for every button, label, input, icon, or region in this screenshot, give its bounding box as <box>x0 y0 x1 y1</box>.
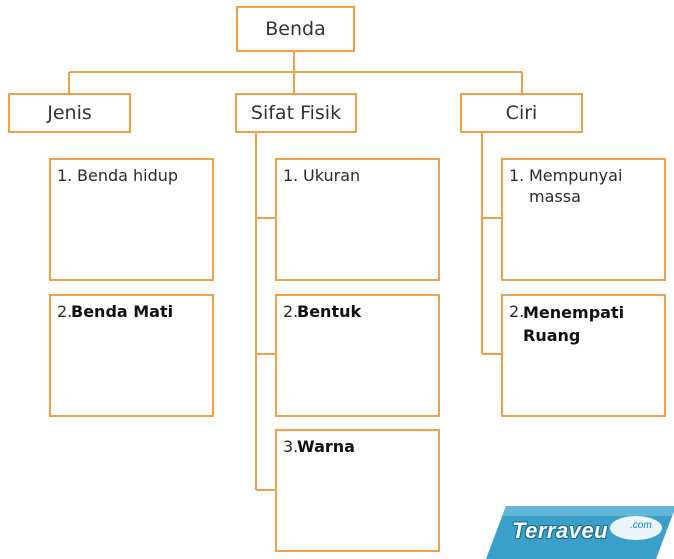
root-label: Benda <box>265 18 326 40</box>
ciri-item-1: 1.Mempunyai massa <box>501 158 666 281</box>
jenis-item-2: 2.Benda Mati <box>49 294 214 417</box>
sifat-fisik-item-2: 2.Bentuk <box>275 294 440 417</box>
item-number: 2. <box>509 302 525 321</box>
watermark-suffix: .com <box>630 520 652 531</box>
header-label: Sifat Fisik <box>250 102 342 124</box>
header-jenis: Jenis <box>8 93 131 133</box>
item-text: Menempati Ruang <box>523 303 625 345</box>
item-number: 2. <box>57 302 73 321</box>
item-text: Benda Mati <box>71 302 174 321</box>
sifat-fisik-item-3: 3.Warna <box>275 429 440 552</box>
item-text: Mempunyai massa <box>529 166 623 206</box>
item-number: 1. <box>57 166 73 185</box>
watermark-brand: Terraveu <box>512 518 609 543</box>
watermark-logo <box>486 506 674 559</box>
item-text: Benda hidup <box>77 166 179 185</box>
header-label: Jenis <box>47 102 92 124</box>
item-number: 2. <box>283 302 299 321</box>
sifat-fisik-item-1: 1.Ukuran <box>275 158 440 281</box>
item-number: 1. <box>283 166 299 185</box>
header-ciri: Ciri <box>460 93 583 133</box>
item-text: Bentuk <box>297 302 362 321</box>
header-label: Ciri <box>505 102 538 124</box>
root-node: Benda <box>236 6 355 52</box>
item-text: Ukuran <box>303 166 361 185</box>
ciri-item-2: 2.Menempati Ruang <box>501 294 666 417</box>
item-number: 1. <box>509 166 525 185</box>
item-number: 3. <box>283 437 299 456</box>
header-sifat-fisik: Sifat Fisik <box>235 93 357 133</box>
jenis-item-1: 1.Benda hidup <box>49 158 214 281</box>
item-text: Warna <box>297 437 355 456</box>
